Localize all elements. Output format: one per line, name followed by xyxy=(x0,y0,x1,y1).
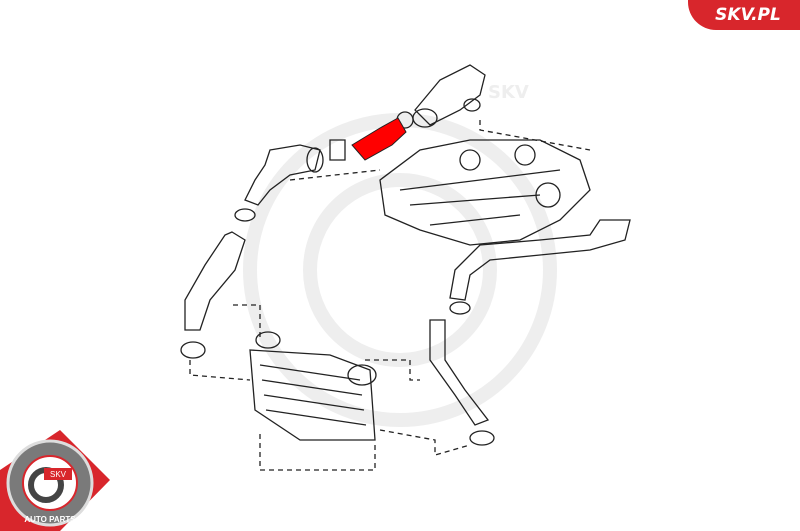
logo-bottom-text: AUTO PARTS xyxy=(24,515,76,524)
watermark-gear-icon xyxy=(243,113,557,427)
upper-left-pipe xyxy=(234,139,346,222)
intercooler xyxy=(249,331,377,441)
highlighted-hose xyxy=(351,117,407,161)
right-clamp xyxy=(469,430,495,446)
leader-lines xyxy=(189,120,591,471)
skv-auto-parts-logo: SKV AUTO PARTS xyxy=(0,430,110,531)
cylinder-head xyxy=(379,139,591,246)
right-pipe xyxy=(449,219,631,301)
brand-badge-text: SKV.PL xyxy=(715,5,781,25)
watermark-text: SKV xyxy=(488,82,529,103)
right-hose xyxy=(429,319,490,426)
logo-center-text: SKV xyxy=(50,470,67,479)
brand-badge[interactable]: SKV.PL xyxy=(688,0,800,30)
left-clamp xyxy=(180,341,206,359)
left-hose xyxy=(184,231,246,331)
